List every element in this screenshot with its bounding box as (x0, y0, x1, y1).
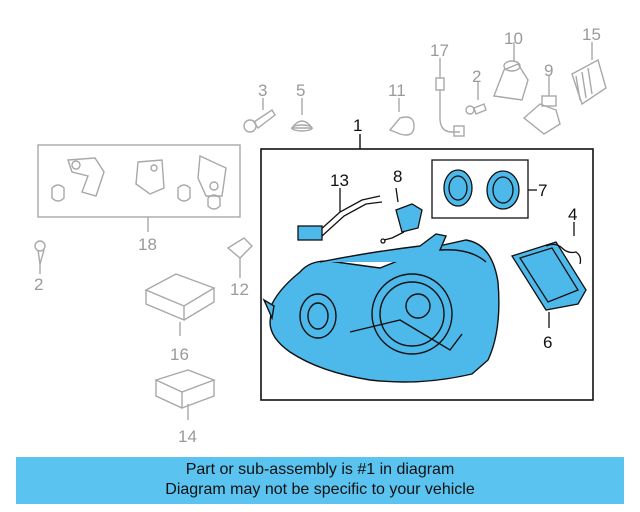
callout-16: 16 (170, 345, 189, 364)
grey-callouts: 15 10 17 9 2 11 3 5 18 2 12 16 14 (34, 25, 601, 446)
control-module-part-icon (571, 58, 607, 106)
clip-part-icon (135, 159, 191, 202)
socket-part-icon (380, 187, 423, 244)
banner-line-1: Part or sub-assembly is #1 in diagram (185, 461, 455, 478)
callout-2-upper: 2 (472, 67, 481, 86)
callout-15: 15 (582, 25, 601, 44)
sub-assembly-box (260, 148, 594, 401)
small-bulb-part-icon (388, 116, 415, 136)
cover-part-icon (511, 241, 587, 311)
info-banner: Part or sub-assembly is #1 in diagram Di… (16, 457, 624, 504)
sub-assembly-group: 1 13 8 7 (260, 116, 594, 401)
harness-part-icon (435, 77, 465, 137)
callout-4: 4 (568, 205, 577, 224)
callout-8: 8 (393, 167, 402, 186)
bracket-part-icon (51, 157, 105, 202)
callout-2-lower: 2 (34, 275, 43, 294)
cap-part-icon (226, 237, 253, 266)
ballast-part-icon (144, 273, 216, 322)
callout-6: 6 (543, 333, 552, 352)
headlamp-assembly-icon (262, 233, 500, 383)
screw-upper-part-icon (465, 103, 487, 115)
grey-parts-group (34, 42, 607, 420)
dust-caps-part-icon (443, 169, 520, 210)
wiring-bulb-part-icon (297, 188, 383, 241)
screw-lower-part-icon (34, 240, 46, 265)
callout-14: 14 (178, 427, 197, 446)
callout-11: 11 (388, 81, 406, 100)
callout-18: 18 (138, 235, 157, 254)
callout-1: 1 (353, 116, 362, 135)
banner-line-2: Diagram may not be specific to your vehi… (165, 481, 475, 498)
bulb-socket-part-icon (522, 95, 561, 135)
screw-part-icon (243, 109, 276, 133)
callout-3: 3 (258, 81, 267, 100)
callout-10: 10 (504, 29, 523, 48)
igniter-part-icon (154, 369, 216, 410)
parts-diagram: 15 10 17 9 2 11 3 5 18 2 12 16 14 1 13 (34, 25, 607, 446)
callout-5: 5 (296, 81, 305, 100)
item-7-box (431, 159, 529, 219)
headlight-bulb-part-icon (493, 60, 529, 101)
callout-13: 13 (330, 171, 349, 190)
callout-17: 17 (430, 41, 449, 60)
callout-7: 7 (538, 181, 547, 200)
callout-9: 9 (544, 61, 553, 80)
grommet-part-icon (290, 120, 314, 132)
mount-part-icon (197, 154, 227, 210)
callout-12: 12 (230, 280, 249, 299)
item-18-group-box (37, 144, 241, 218)
